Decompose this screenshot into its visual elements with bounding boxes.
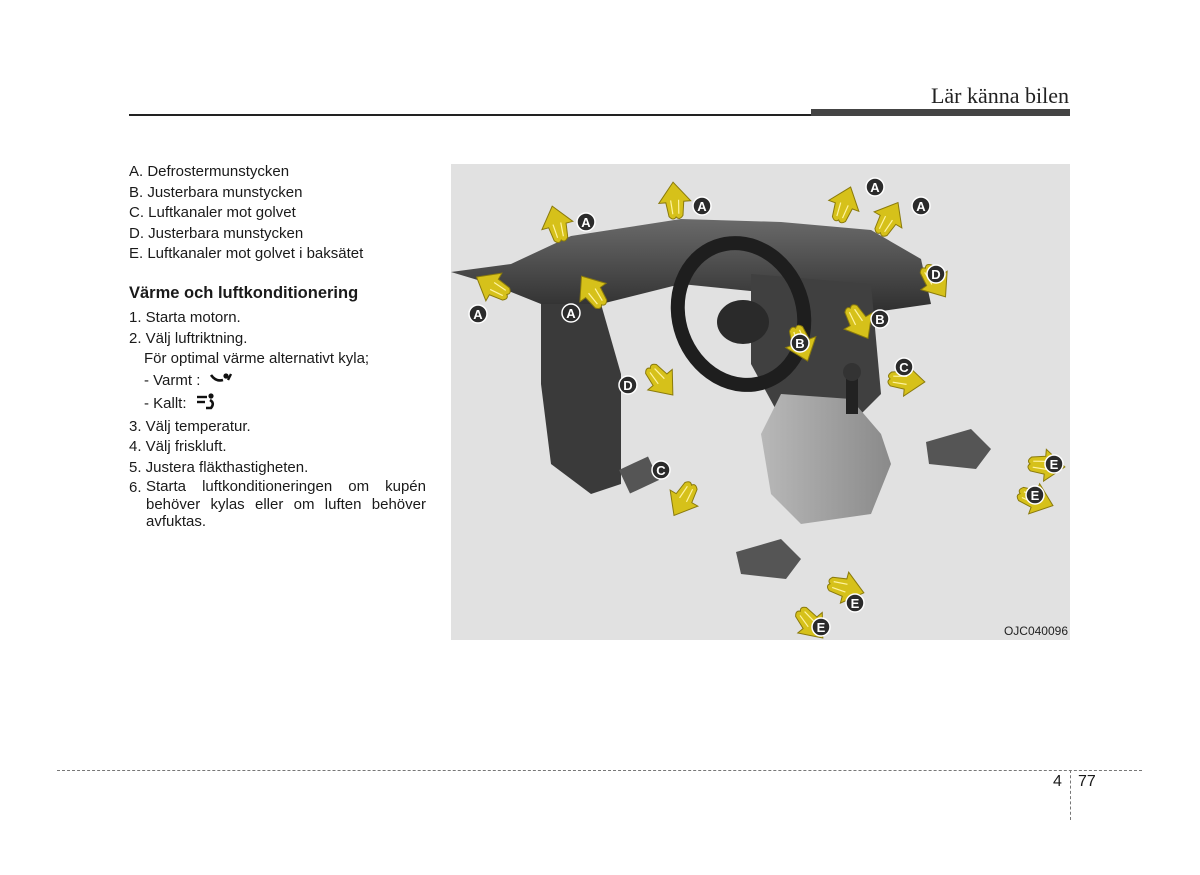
badge-e-3: E [845, 593, 865, 613]
badge-a-1: A [576, 212, 596, 232]
air-vent-illustration: A A A A A A B B D D C C E E E E OJC04009… [451, 164, 1070, 640]
arrow-c-left [659, 474, 707, 525]
step-2: 2. Välj luftriktning. [129, 329, 248, 347]
footer-rule [57, 770, 1142, 771]
instruction-list: 1. Starta motorn. 2. Välj luftriktning. … [129, 308, 426, 531]
step-5: 5. Justera fläkthastigheten. [129, 458, 309, 476]
steering-wheel [670, 236, 812, 392]
badge-d-left: D [618, 375, 638, 395]
svg-text:A: A [870, 180, 880, 195]
svg-text:B: B [795, 336, 804, 351]
badge-e-1: E [1044, 454, 1064, 474]
svg-text:A: A [697, 199, 707, 214]
page-number: 77 [1078, 773, 1096, 790]
legend-item-c: C. Luftkanaler mot golvet [129, 204, 296, 221]
step-4: 4. Välj friskluft. [129, 438, 227, 455]
dashboard-left-panel [541, 304, 621, 494]
svg-text:D: D [931, 267, 940, 282]
legend-item-a: A. Defrostermunstycken [129, 163, 290, 180]
svg-text:D: D [623, 378, 632, 393]
svg-text:A: A [473, 307, 483, 322]
header-rule-accent [811, 109, 1070, 116]
svg-text:B: B [875, 312, 884, 327]
legend-item-e: E. Luftkanaler mot golvet i baksätet [129, 245, 364, 262]
badge-e-4: E [811, 617, 831, 637]
arrow-a-3 [822, 180, 867, 228]
step-3: 3. Välj temperatur. [129, 417, 251, 435]
step-6-text: Starta luftkonditioneringen om kupén beh… [146, 478, 426, 530]
svg-text:E: E [1050, 457, 1059, 472]
legend-item-b: B. Justerbara munstycken [129, 183, 303, 201]
footer-divider [1070, 770, 1071, 820]
badge-b-2: B [870, 309, 890, 329]
floor-mode-icon [209, 370, 233, 393]
svg-text:E: E [817, 620, 826, 635]
legend-item-d: D. Justerbara munstycken [129, 224, 304, 242]
chapter-number: 4 [1053, 773, 1062, 790]
arrow-d-left [636, 355, 686, 406]
vent-legend: A. Defrostermunstycken B. Justerbara mun… [129, 162, 363, 265]
badge-c-right: C [894, 357, 914, 377]
svg-text:A: A [581, 215, 591, 230]
cold-option: - Kallt: [129, 392, 426, 417]
svg-text:E: E [851, 596, 860, 611]
section-heading: Värme och luftkonditionering [129, 284, 359, 302]
badge-a-2: A [692, 196, 712, 216]
badge-a-left: A [468, 304, 488, 324]
badge-a-5: A [561, 303, 581, 323]
face-mode-icon [195, 392, 219, 417]
badge-d-right: D [926, 264, 946, 284]
badge-a-3: A [865, 177, 885, 197]
svg-text:A: A [916, 199, 926, 214]
badge-b-1: B [790, 333, 810, 353]
cold-label: - Kallt: [144, 395, 187, 413]
warm-label: - Varmt : [144, 371, 201, 389]
pedal [619, 456, 659, 494]
header-rule [129, 114, 811, 116]
svg-text:C: C [656, 463, 666, 478]
svg-text:C: C [899, 360, 909, 375]
step-1: 1. Starta motorn. [129, 309, 241, 326]
page-header-title: Lär känna bilen [930, 83, 1069, 108]
figure-code: OJC040096 [1004, 624, 1068, 638]
center-console [761, 394, 891, 524]
svg-text:E: E [1031, 488, 1040, 503]
step-2-note: För optimal värme alternativt kyla; [144, 350, 370, 367]
badge-e-2: E [1025, 485, 1045, 505]
step-6: 6. Starta luftkonditioneringen om kupén … [129, 478, 426, 531]
step-6-number: 6. [129, 479, 142, 496]
warm-option: - Varmt : [129, 370, 426, 393]
arrow-e-4 [786, 598, 836, 640]
rear-floor-duct-right [926, 429, 991, 469]
svg-text:A: A [566, 306, 576, 321]
badge-a-4: A [911, 196, 931, 216]
badge-c-left: C [651, 460, 671, 480]
arrow-a-2 [656, 180, 693, 221]
rear-floor-duct-left [736, 539, 801, 579]
